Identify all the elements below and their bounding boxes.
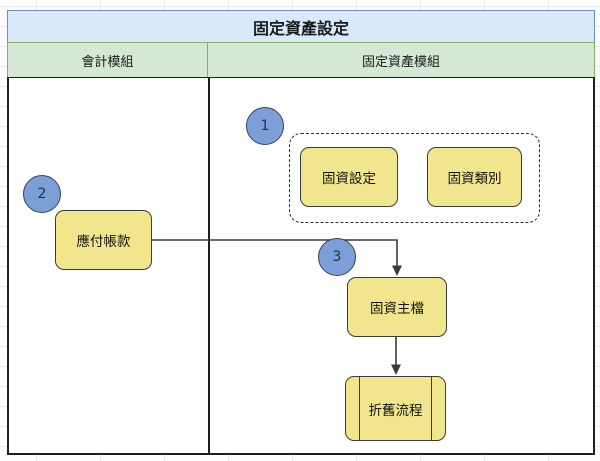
badge-number: 3 — [332, 249, 342, 265]
node-label: 固資主檔 — [370, 301, 424, 317]
node-label: 固資類別 — [447, 171, 502, 187]
lane-divider — [208, 78, 210, 453]
diagram-title: 固定資產設定 — [252, 18, 349, 38]
step-badge-1: 1 — [246, 107, 284, 145]
lane-label: 會計模組 — [81, 54, 134, 70]
node-label: 應付帳款 — [76, 234, 131, 250]
lane-header-fixed-asset-module: 固定資產模組 — [207, 42, 595, 78]
node-fixed-asset-category: 固資類別 — [427, 147, 522, 207]
badge-number: 1 — [260, 118, 270, 134]
node-label: 固資設定 — [322, 171, 376, 187]
lane-label: 固定資產模組 — [361, 54, 440, 70]
node-accounts-payable: 應付帳款 — [55, 210, 152, 270]
node-label: 折舊流程 — [368, 402, 423, 419]
step-badge-2: 2 — [23, 175, 61, 213]
node-fixed-asset-master: 固資主檔 — [347, 277, 447, 337]
node-depreciation-process: 折舊流程 — [345, 376, 446, 441]
badge-number: 2 — [37, 186, 47, 202]
lane-header-accounting-module: 會計模組 — [7, 42, 208, 78]
diagram-title-bar: 固定資產設定 — [7, 10, 595, 43]
node-fixed-asset-settings: 固資設定 — [300, 147, 398, 207]
step-badge-3: 3 — [318, 238, 356, 276]
setup-group-container — [289, 133, 540, 223]
